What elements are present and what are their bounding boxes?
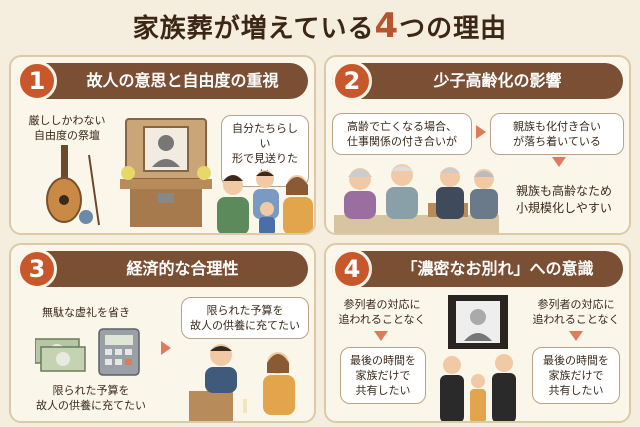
panel-3-arrow-right <box>161 341 171 355</box>
praying-people-illustration <box>189 344 295 421</box>
reason-panel-1: 1 故人の意思と自由度の重視 厳ししかわない 自由度の祭壇 自分たちらしい 形で… <box>9 55 316 235</box>
panel-4-heading: 「濃密なお別れ」への意識 <box>401 259 594 278</box>
panel-3-text-waste: 無駄な虚礼を省き <box>42 306 130 319</box>
panel-4-header: 4 「濃密なお別れ」への意識 <box>332 249 623 289</box>
panel-2-text-elderly: 親族も高齢なため 小規模化しやすい <box>515 184 612 215</box>
panel-1-header: 1 故人の意思と自由度の重視 <box>17 61 308 101</box>
panel-4-text-attendees-left: 参列者の対応に 追われることなく <box>338 298 426 326</box>
elderly-people-illustration <box>334 164 499 233</box>
panel-4-bubble-right: 最後の時間を 家族だけで 共有したい <box>532 347 620 404</box>
page-title: 家族葬が増えている4つの理由 <box>0 6 640 46</box>
family-farewell-illustration <box>440 295 516 421</box>
reason-panel-4: 4 「濃密なお別れ」への意識 参列者の対応に 追われることなく 最後の時間を 家… <box>324 243 631 423</box>
panel-2-header: 2 少子高齢化の影響 <box>332 61 623 101</box>
reason-panel-2: 2 少子高齢化の影響 高齢で亡くなる場合、 仕事関係の付き合いが 親族も化付き合… <box>324 55 631 235</box>
panel-3-header: 3 経済的な合理性 <box>17 249 308 289</box>
panel-4-arrow-down-left <box>374 331 388 341</box>
reason-panel-3: 3 経済的な合理性 無駄な虚礼を省き 限られた予算を 故人の供養に充てたい 限ら… <box>9 243 316 423</box>
panel-1-heading: 故人の意思と自由度の重視 <box>86 71 279 90</box>
panel-3-bubble-budget: 限られた予算を 故人の供養に充てたい <box>181 297 309 339</box>
panel-2-arrow-right <box>476 125 486 139</box>
panel-4-text-attendees-right: 参列者の対応に 追われることなく <box>532 298 620 326</box>
money-calculator-illustration <box>35 328 140 376</box>
panel-1-number-badge: 1 <box>17 61 57 101</box>
panel-4-number-badge: 4 <box>332 249 372 289</box>
panel-2-bubble-work: 高齢で亡くなる場合、 仕事関係の付き合いが <box>332 113 472 155</box>
panel-4-bubble-left: 最後の時間を 家族だけで 共有したい <box>340 347 426 404</box>
panel-2-arrow-down <box>552 157 566 167</box>
panel-1-text-altar: 厳ししかわない 自由度の祭壇 <box>28 114 106 142</box>
panel-2-heading: 少子高齢化の影響 <box>433 71 562 90</box>
panel-3-text-budget-left: 限られた予算を 故人の供養に充てたい <box>36 384 146 412</box>
title-prefix: 家族葬が増えている <box>132 14 375 44</box>
panel-2-number-badge: 2 <box>332 61 372 101</box>
panel-3-number-badge: 3 <box>17 249 57 289</box>
panel-3-heading: 経済的な合理性 <box>126 259 239 278</box>
panel-4-arrow-down-right <box>569 331 583 341</box>
title-number: 4 <box>374 6 400 46</box>
family-illustration <box>217 170 313 233</box>
guitar-illustration <box>46 145 100 226</box>
altar-illustration <box>120 118 212 227</box>
title-suffix: つの理由 <box>399 14 508 44</box>
panel-2-bubble-relatives: 親族も化付き合い が落ち着いている <box>490 113 624 155</box>
